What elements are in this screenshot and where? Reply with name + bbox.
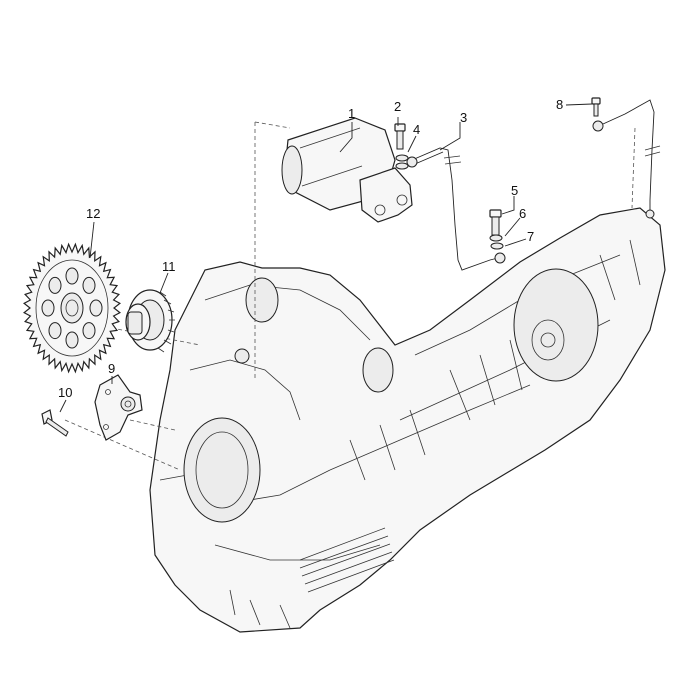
callout-1: 1: [348, 106, 355, 121]
idler-gear-part-11: [125, 289, 175, 353]
washer-part-4: [395, 154, 409, 170]
callout-9: 9: [108, 361, 115, 376]
bolt-part-8: [591, 97, 601, 117]
callout-8: 8: [556, 97, 563, 112]
crankcase-housing: [149, 207, 666, 633]
ground-cable: [592, 99, 661, 219]
callout-11: 11: [162, 259, 176, 274]
washer-part-7: [490, 242, 504, 250]
callout-6: 6: [519, 206, 526, 221]
bolt-part-5: [489, 209, 502, 236]
leader-lines: [59, 103, 593, 413]
bolt-part-2: [394, 123, 406, 150]
callout-labels: 1 2 3 4 5 6 7 8 9 10 11 12: [58, 97, 563, 400]
callout-7: 7: [527, 229, 534, 244]
callout-12: 12: [86, 206, 100, 221]
starter-gear-part-12: [23, 242, 121, 374]
callout-2: 2: [394, 99, 401, 114]
bolt-part-10: [41, 409, 69, 437]
callout-5: 5: [511, 183, 518, 198]
starter-cable-part-3: [406, 147, 506, 271]
callout-10: 10: [58, 385, 72, 400]
callout-4: 4: [413, 122, 420, 137]
bracket-part-9: [94, 374, 143, 441]
washer-part-6: [489, 234, 503, 242]
starter-motor-part-1: [281, 117, 413, 223]
callout-3: 3: [460, 110, 467, 125]
